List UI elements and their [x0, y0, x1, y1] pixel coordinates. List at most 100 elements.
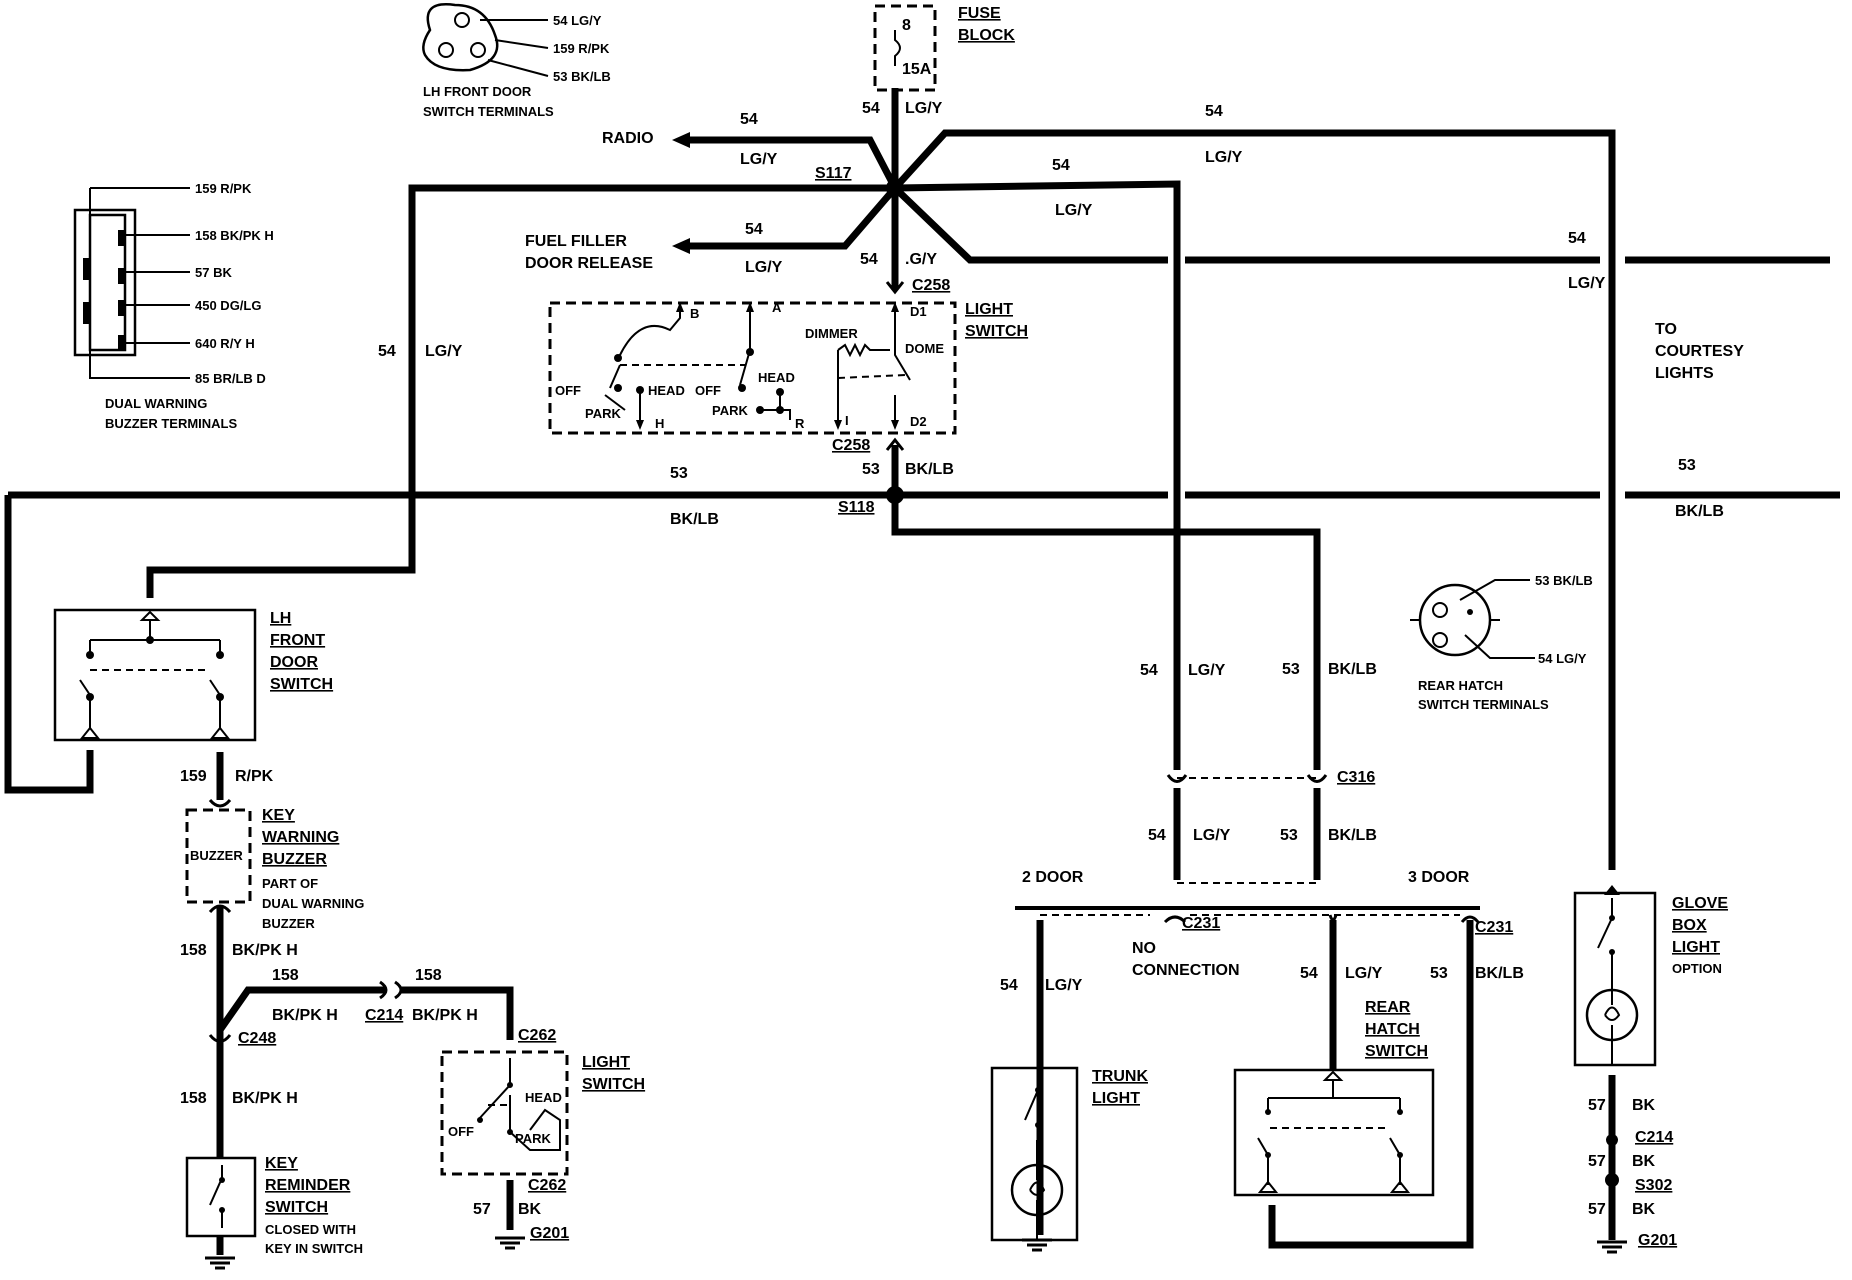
- svg-text:LG/Y: LG/Y: [1055, 202, 1093, 219]
- svg-text:53: 53: [670, 465, 688, 482]
- svg-text:SWITCH: SWITCH: [582, 1076, 645, 1093]
- svg-text:BOX: BOX: [1672, 917, 1707, 934]
- svg-text:OFF: OFF: [555, 383, 581, 398]
- connector-marks: [208, 281, 1480, 1043]
- svg-text:WARNING: WARNING: [262, 829, 339, 846]
- svg-text:OPTION: OPTION: [1672, 961, 1722, 976]
- to-courtesy-label: TO: [1655, 321, 1677, 338]
- svg-text:KEY: KEY: [265, 1155, 298, 1172]
- svg-text:H: H: [655, 416, 664, 431]
- svg-text:GLOVE: GLOVE: [1672, 895, 1728, 912]
- svg-text:C262: C262: [518, 1027, 556, 1044]
- svg-text:53: 53: [862, 461, 880, 478]
- svg-text:53 BK/LB: 53 BK/LB: [1535, 573, 1593, 588]
- svg-text:LG/Y: LG/Y: [1568, 275, 1606, 292]
- svg-text:HEAD: HEAD: [525, 1090, 562, 1105]
- svg-text:D2: D2: [910, 414, 927, 429]
- wires: [4, 88, 1840, 1249]
- svg-text:53: 53: [1282, 661, 1300, 678]
- svg-text:85 BR/LB D: 85 BR/LB D: [195, 371, 266, 386]
- svg-text:LG/Y: LG/Y: [1205, 149, 1243, 166]
- svg-text:57: 57: [1588, 1201, 1606, 1218]
- fuse-title: FUSE: [958, 5, 1001, 22]
- svg-text:53: 53: [1280, 827, 1298, 844]
- svg-text:LG/Y: LG/Y: [425, 343, 463, 360]
- svg-text:C231: C231: [1475, 919, 1513, 936]
- svg-text:LIGHT: LIGHT: [1672, 939, 1720, 956]
- svg-text:HEAD: HEAD: [758, 370, 795, 385]
- svg-text:B: B: [690, 306, 699, 321]
- svg-text:LG/Y: LG/Y: [905, 100, 943, 117]
- svg-text:57: 57: [473, 1201, 491, 1218]
- svg-text:BK/LB: BK/LB: [1328, 827, 1377, 844]
- lh-door-terminals: 54 LG/Y 159 R/PK 53 BK/LB LH FRONT DOOR …: [422, 3, 611, 119]
- svg-text:R: R: [795, 416, 805, 431]
- svg-text:158: 158: [415, 967, 442, 984]
- svg-text:BK: BK: [1632, 1201, 1656, 1218]
- svg-text:LG/Y: LG/Y: [745, 259, 783, 276]
- svg-text:LIGHT: LIGHT: [582, 1054, 630, 1071]
- svg-text:54: 54: [860, 251, 878, 268]
- splice-s118: [886, 486, 904, 504]
- svg-text:LIGHT: LIGHT: [965, 301, 1013, 318]
- svg-text:54: 54: [862, 100, 880, 117]
- svg-text:REAR HATCH: REAR HATCH: [1418, 678, 1503, 693]
- svg-text:REAR: REAR: [1365, 999, 1411, 1016]
- svg-text:DOOR: DOOR: [270, 654, 318, 671]
- three-door-label: 3 DOOR: [1408, 869, 1470, 886]
- svg-text:I: I: [845, 413, 849, 428]
- svg-text:A: A: [772, 300, 782, 315]
- svg-text:HATCH: HATCH: [1365, 1021, 1420, 1038]
- svg-text:OFF: OFF: [695, 383, 721, 398]
- svg-text:HEAD: HEAD: [648, 383, 685, 398]
- svg-text:D1: D1: [910, 304, 927, 319]
- svg-text:54: 54: [1140, 662, 1158, 679]
- trunk-light: TRUNK LIGHT: [990, 1066, 1148, 1252]
- svg-text:BUZZER: BUZZER: [190, 848, 243, 863]
- svg-text:54: 54: [1205, 103, 1223, 120]
- connector-c316: C316: [1337, 769, 1375, 786]
- rear-hatch-terminals: 53 BK/LB 54 LG/Y REAR HATCH SWITCH TERMI…: [1410, 573, 1593, 712]
- svg-text:LH FRONT DOOR: LH FRONT DOOR: [423, 84, 532, 99]
- svg-text:53: 53: [1678, 457, 1696, 474]
- svg-text:54: 54: [1568, 230, 1586, 247]
- svg-text:BLOCK: BLOCK: [958, 27, 1015, 44]
- splice-s118-label: S118: [838, 499, 875, 516]
- svg-text:DUAL WARNING: DUAL WARNING: [105, 396, 207, 411]
- svg-text:BK/LB: BK/LB: [1675, 503, 1724, 520]
- svg-text:450 DG/LG: 450 DG/LG: [195, 298, 261, 313]
- svg-text:54: 54: [1148, 827, 1166, 844]
- svg-text:640 R/Y H: 640 R/Y H: [195, 336, 255, 351]
- svg-text:KEY: KEY: [262, 807, 295, 824]
- splice-s302: [1605, 1173, 1619, 1187]
- svg-text:LG/Y: LG/Y: [1045, 977, 1083, 994]
- svg-text:R/PK: R/PK: [235, 768, 274, 785]
- glove-box-light: GLOVE BOX LIGHT OPTION: [1573, 885, 1728, 1067]
- svg-text:PARK: PARK: [585, 406, 621, 421]
- svg-text:LG/Y: LG/Y: [1345, 965, 1383, 982]
- svg-text:BUZZER: BUZZER: [262, 916, 315, 931]
- svg-text:158: 158: [180, 942, 207, 959]
- light-switch-secondary: LIGHT SWITCH OFF HEAD PARK: [440, 1050, 645, 1176]
- svg-text:BK/LB: BK/LB: [905, 461, 954, 478]
- svg-text:BUZZER TERMINALS: BUZZER TERMINALS: [105, 416, 237, 431]
- svg-text:159 R/PK: 159 R/PK: [553, 41, 610, 56]
- svg-text:BK/PK H: BK/PK H: [412, 1007, 478, 1024]
- svg-text:54 LG/Y: 54 LG/Y: [553, 13, 602, 28]
- svg-text:54: 54: [1052, 157, 1070, 174]
- svg-text:BK/PK H: BK/PK H: [232, 1090, 298, 1107]
- svg-text:SWITCH: SWITCH: [965, 323, 1028, 340]
- svg-text:NO: NO: [1132, 940, 1156, 957]
- svg-text:159 R/PK: 159 R/PK: [195, 181, 252, 196]
- buzzer-terminals: 159 R/PK 158 BK/PK H 57 BK 450 DG/LG 640…: [73, 181, 274, 431]
- svg-text:.G/Y: .G/Y: [905, 251, 937, 268]
- svg-text:DOME: DOME: [905, 341, 944, 356]
- svg-text:54: 54: [378, 343, 396, 360]
- svg-text:C248: C248: [238, 1030, 276, 1047]
- svg-text:CLOSED WITH: CLOSED WITH: [265, 1222, 356, 1237]
- svg-text:LG/Y: LG/Y: [1188, 662, 1226, 679]
- svg-text:53: 53: [1430, 965, 1448, 982]
- svg-text:DUAL WARNING: DUAL WARNING: [262, 896, 364, 911]
- svg-text:57 BK: 57 BK: [195, 265, 232, 280]
